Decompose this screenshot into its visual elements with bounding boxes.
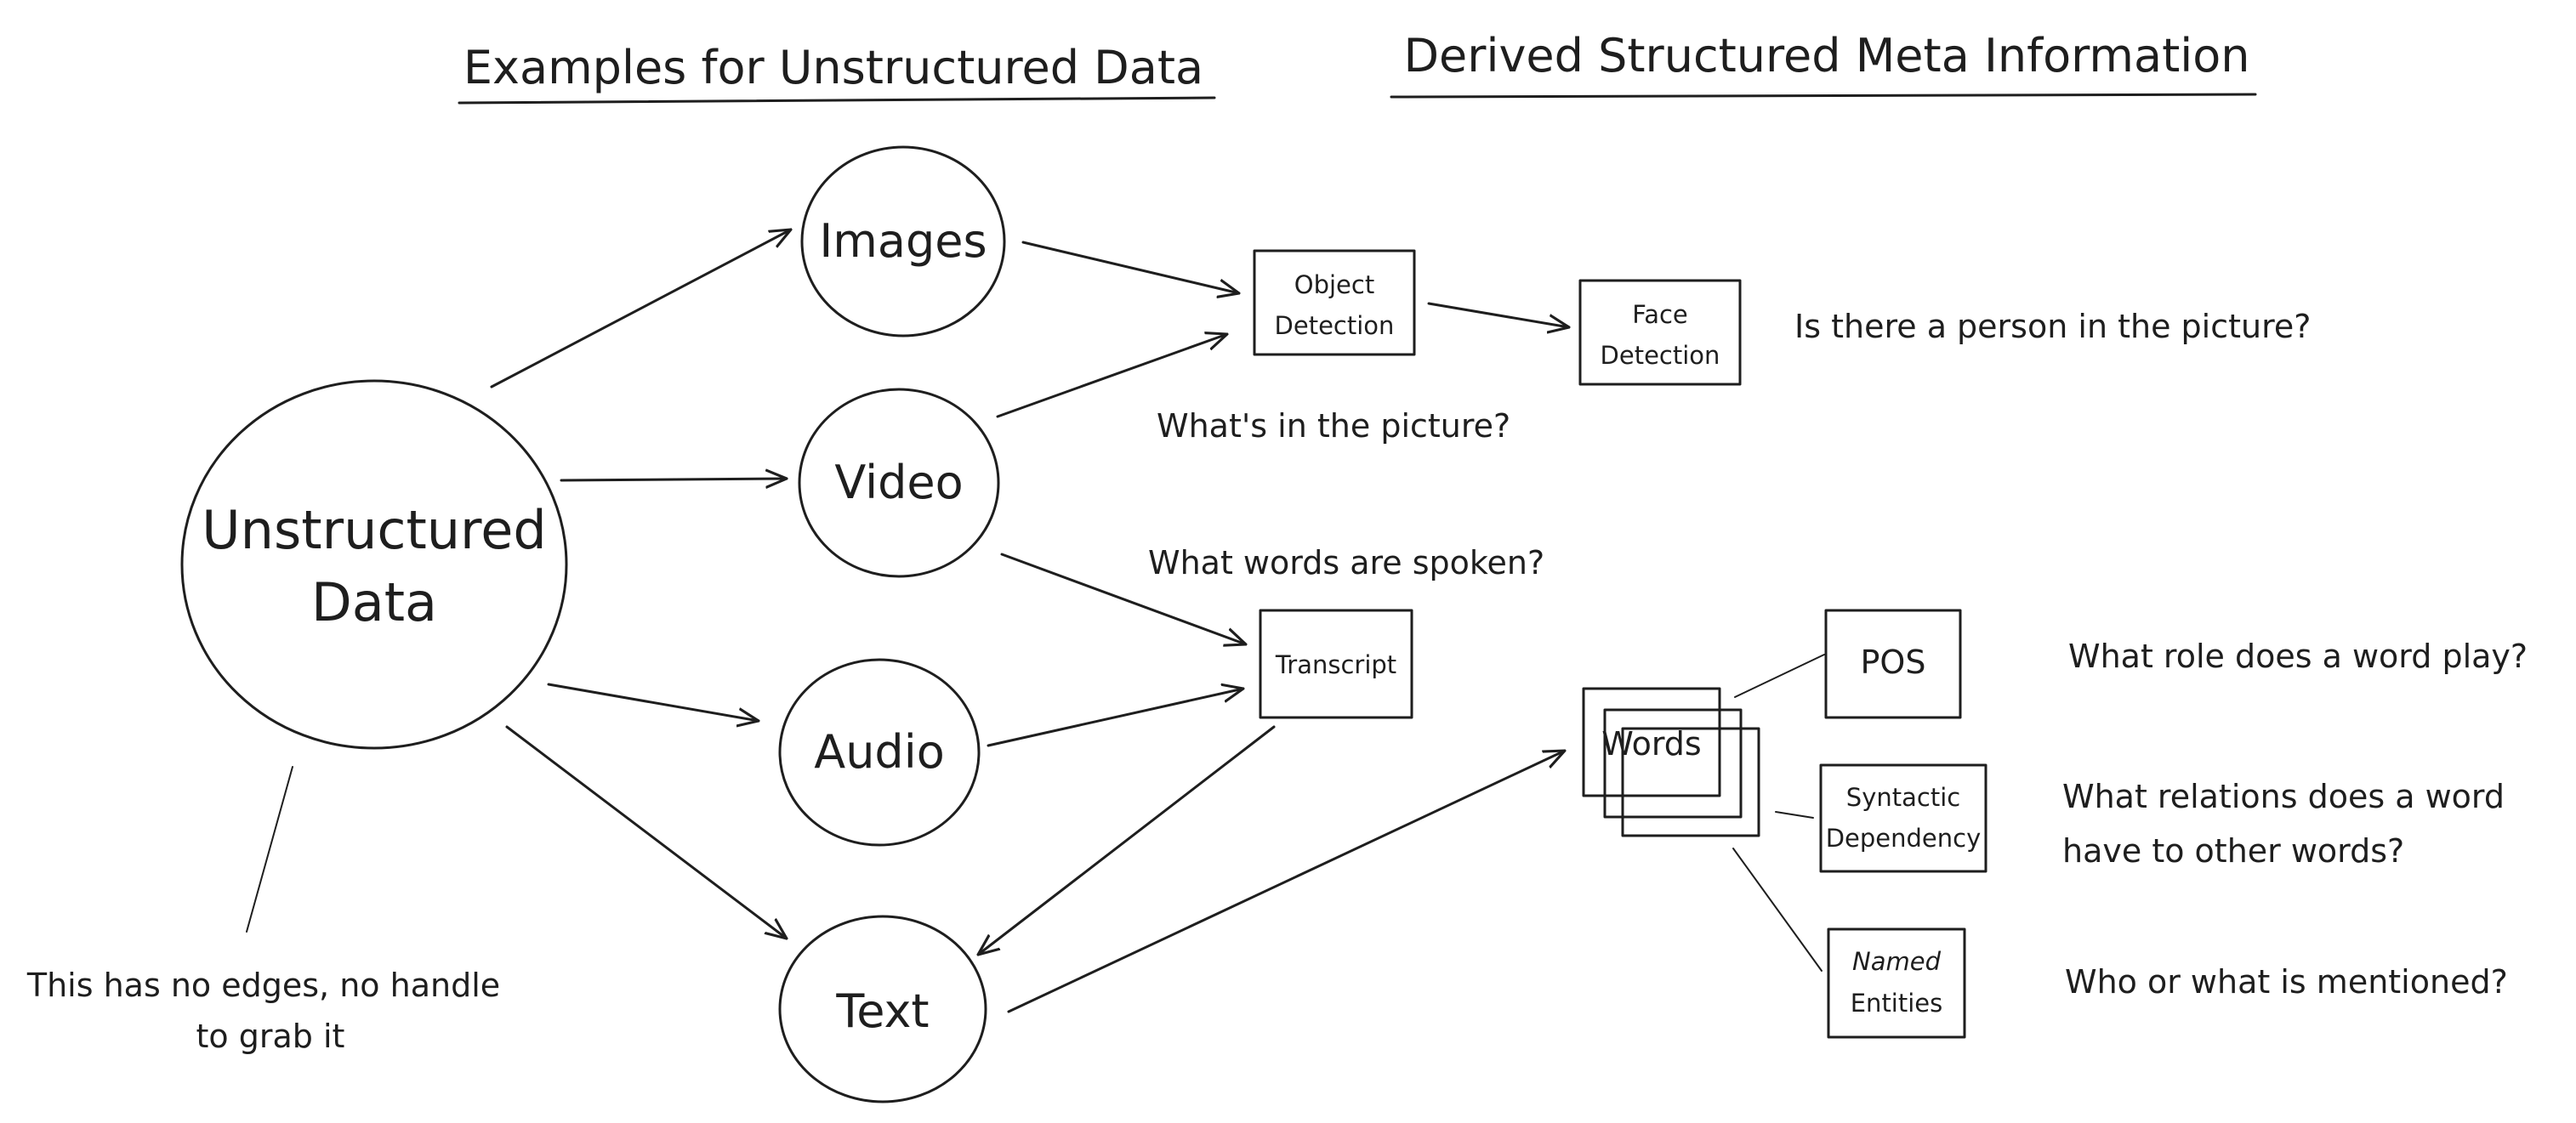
arrow-object-to-face-detection — [1427, 302, 1569, 327]
object-detection-label-line2: Detection — [1275, 311, 1395, 340]
arrow-audio-to-transcript — [987, 689, 1243, 747]
box-words[interactable]: Words — [1582, 687, 1760, 837]
annotation-pointer-line — [246, 766, 293, 933]
arrow-transcript-to-text — [978, 725, 1276, 955]
box-face-detection[interactable]: Face Detection — [1578, 279, 1742, 386]
unstructured-circle-shape — [180, 379, 568, 750]
transcript-label: Transcript — [1275, 650, 1396, 679]
named-entities-shape — [1827, 927, 1966, 1039]
node-images[interactable]: Images — [800, 145, 1006, 337]
named-label-line1: Named — [1852, 947, 1942, 976]
annotation-role-word: What role does a word play? — [2068, 638, 2528, 675]
images-circle-shape — [800, 145, 1006, 337]
annotation-words-spoken: What words are spoken? — [1148, 544, 1544, 581]
object-detection-shape — [1253, 249, 1416, 356]
transcript-shape — [1259, 609, 1413, 719]
unstructured-label-line1: Unstructured — [202, 499, 546, 561]
arrow-data-to-video — [560, 479, 788, 480]
syntactic-dependency-shape — [1819, 763, 1987, 873]
annotation-no-edges-line1: This has no edges, no handle — [26, 967, 500, 1004]
pos-shape — [1824, 609, 1962, 719]
face-detection-label-line1: Face — [1632, 300, 1688, 329]
object-detection-label-line1: Object — [1294, 270, 1374, 299]
box-pos[interactable]: POS — [1824, 609, 1962, 719]
heading-derived-underline — [1390, 93, 2257, 99]
annotation-person-in-picture: Is there a person in the picture? — [1794, 308, 2311, 345]
syntactic-label-line2: Dependency — [1826, 824, 1982, 853]
face-detection-shape — [1578, 279, 1742, 386]
annotation-who-mentioned: Who or what is mentioned? — [2065, 963, 2508, 1001]
connector-words-to-named — [1732, 848, 1823, 972]
words-shape-back — [1621, 727, 1760, 837]
node-audio[interactable]: Audio — [778, 658, 981, 847]
words-shape-front — [1582, 687, 1721, 797]
box-transcript[interactable]: Transcript — [1259, 609, 1413, 719]
words-shape-middle — [1603, 708, 1743, 819]
box-object-detection[interactable]: Object Detection — [1253, 249, 1416, 356]
connector-words-to-pos — [1734, 654, 1825, 698]
video-circle-shape — [798, 388, 1000, 578]
annotation-no-edges-line2: to grab it — [196, 1018, 345, 1055]
annotation-relations-line2: have to other words? — [2062, 832, 2404, 870]
audio-label: Audio — [814, 725, 944, 779]
arrow-data-to-audio — [547, 683, 759, 721]
heading-examples-underline — [458, 96, 1216, 105]
node-unstructured-data[interactable]: Unstructured Data — [180, 379, 568, 750]
arrow-images-to-object-detection — [1021, 241, 1239, 293]
arrow-video-to-object-detection — [996, 334, 1227, 418]
unstructured-label-line2: Data — [311, 571, 437, 633]
face-detection-label-line2: Detection — [1601, 341, 1720, 370]
words-label: Words — [1601, 725, 1701, 763]
images-label: Images — [819, 214, 987, 268]
box-syntactic-dependency[interactable]: Syntactic Dependency — [1819, 763, 1987, 873]
syntactic-label-line1: Syntactic — [1846, 783, 1960, 812]
text-circle-shape — [778, 915, 987, 1103]
annotation-whats-in-picture: What's in the picture? — [1157, 407, 1510, 445]
pos-label: POS — [1861, 644, 1926, 681]
audio-circle-shape — [778, 658, 981, 847]
box-named-entities[interactable]: Named Entities — [1827, 927, 1966, 1039]
arrow-text-to-words — [1007, 751, 1565, 1013]
text-label: Text — [835, 984, 929, 1038]
arrow-data-to-images — [490, 230, 791, 389]
heading-examples: Examples for Unstructured Data — [463, 41, 1203, 94]
arrow-data-to-text — [505, 725, 787, 939]
node-video[interactable]: Video — [798, 388, 1000, 578]
annotation-relations-line1: What relations does a word — [2062, 778, 2505, 815]
video-label: Video — [834, 456, 963, 509]
heading-derived: Derived Structured Meta Information — [1403, 29, 2249, 82]
named-label-line2: Entities — [1851, 989, 1943, 1018]
arrow-video-to-transcript — [1000, 553, 1246, 644]
connector-words-to-syntactic — [1775, 811, 1814, 819]
node-text[interactable]: Text — [778, 915, 987, 1103]
